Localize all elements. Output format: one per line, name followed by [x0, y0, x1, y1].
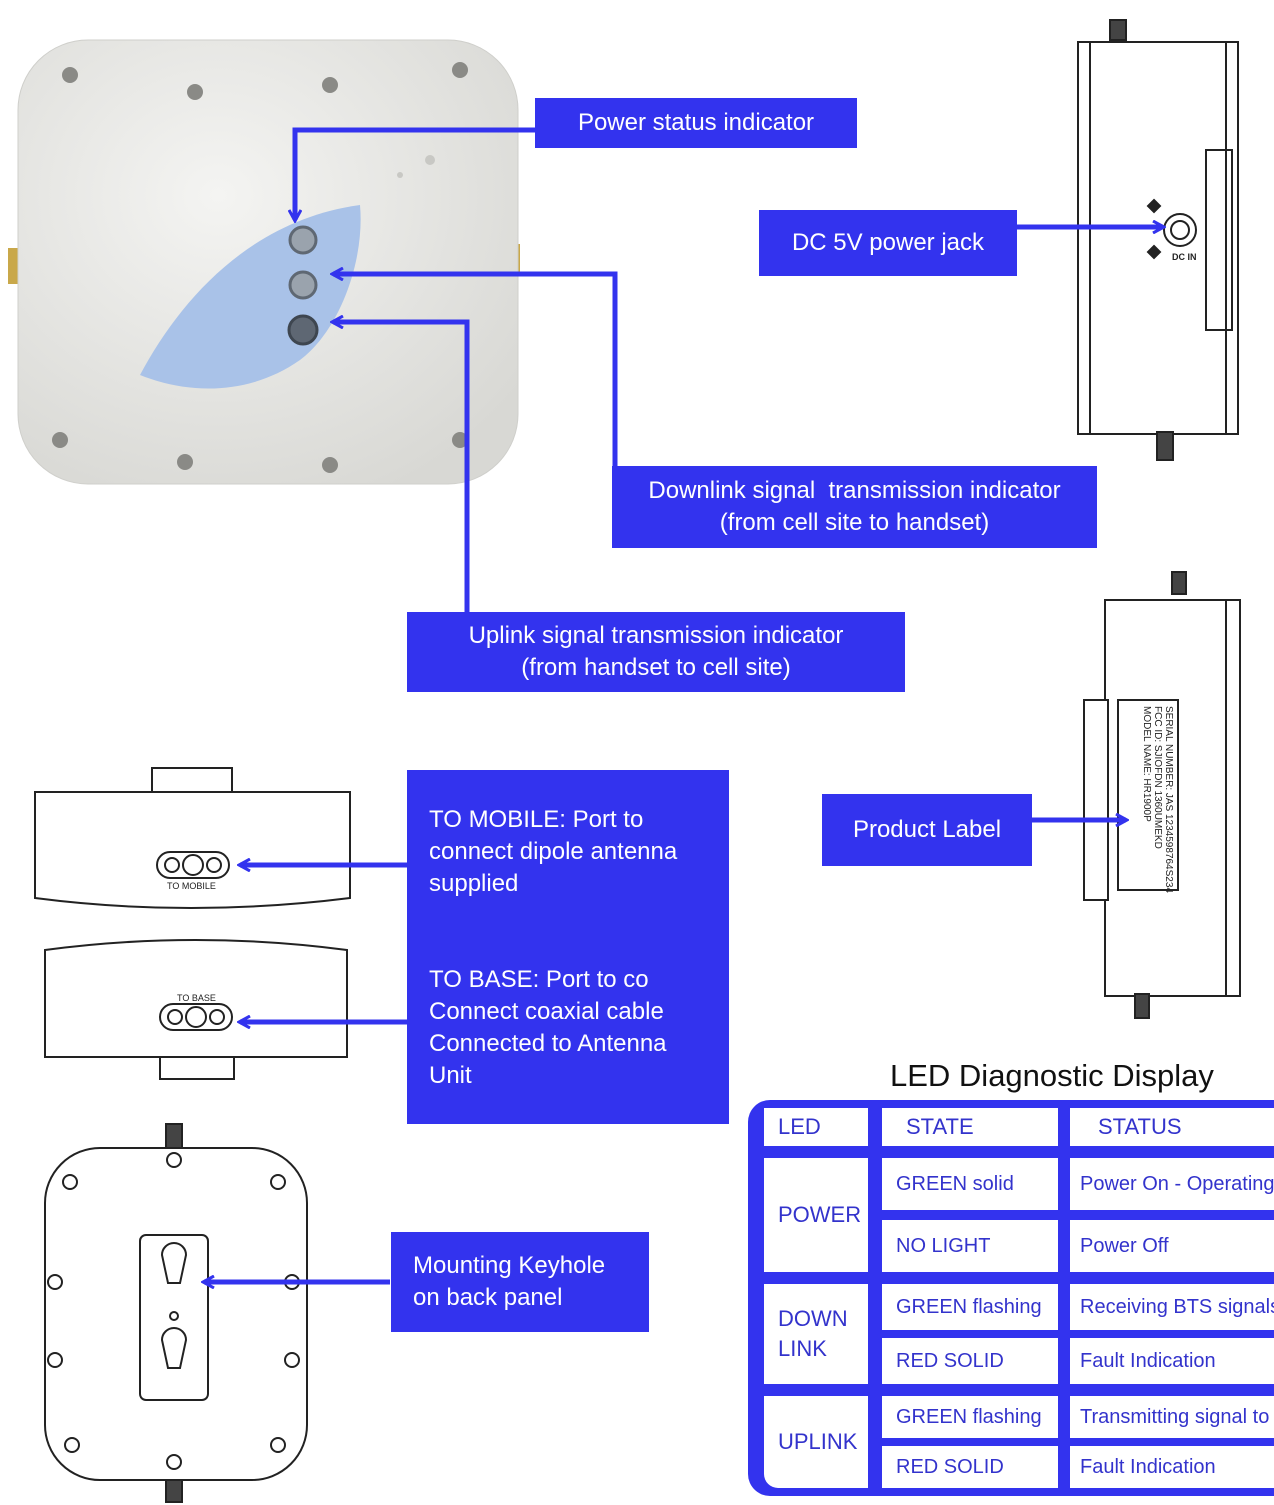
state-uplink-2: RED SOLID [882, 1446, 1058, 1488]
status-power-2: Power Off [1070, 1220, 1274, 1272]
led-power-name: POWER [778, 1202, 862, 1227]
callout-power-status: Power status indicator [535, 98, 857, 148]
arrow-downlink [333, 274, 618, 530]
callout-downlink-line2: (from cell site to handset) [719, 509, 990, 536]
to-base-end-view [44, 939, 348, 1080]
status-uplink-1: Transmitting signal to B [1070, 1396, 1274, 1438]
callout-ports-spacer [429, 900, 707, 964]
led-uplink: UPLINK [764, 1396, 868, 1488]
led-downlink: DOWN LINK [764, 1284, 868, 1384]
header-status: STATUS [1070, 1108, 1274, 1146]
callout-downlink-line1: Downlink signal transmission indicator [648, 477, 1061, 504]
callout-keyhole: Mounting Keyhole on back panel [391, 1232, 649, 1332]
repeater-side-dc-view [1077, 19, 1239, 461]
uplink-led [287, 314, 319, 346]
dc-in-label: DC IN [1172, 252, 1197, 262]
callout-to-mobile-line3: supplied [429, 870, 519, 897]
to-mobile-port-label: TO MOBILE [167, 881, 216, 891]
product-label-fcc: FCC ID: SJIOFDN 1360UMEKD [1152, 706, 1163, 849]
callout-keyhole-line1: Mounting Keyhole [413, 1252, 606, 1279]
to-base-port-label: TO BASE [177, 993, 216, 1003]
status-downlink-2: Fault Indication [1070, 1338, 1274, 1384]
callout-to-base-line4: Unit [429, 1062, 472, 1089]
callout-to-base-line3: Connected to Antenna [429, 1030, 667, 1057]
repeater-back-panel [44, 1123, 308, 1503]
led-diagnostic-table: LED STATE STATUS POWER GREEN solid Power… [748, 1100, 1274, 1498]
header-led: LED [764, 1108, 868, 1146]
state-power-1: GREEN solid [882, 1158, 1058, 1210]
status-power-1: Power On - Operating [1070, 1158, 1274, 1210]
repeater-front-photo [8, 39, 520, 485]
led-downlink-name-2: LINK [778, 1336, 827, 1361]
state-uplink-1: GREEN flashing [882, 1396, 1058, 1438]
status-uplink-2: Fault Indication [1070, 1446, 1274, 1488]
callout-power-status-text: Power status indicator [577, 109, 815, 136]
callout-downlink: Downlink signal transmission indicator (… [612, 466, 1097, 548]
callout-to-base-line1: TO BASE: Port to co [429, 966, 649, 993]
repeater-side-label-view [1083, 571, 1241, 1019]
callout-product-label: Product Label [822, 794, 1032, 866]
callout-uplink-line1: Uplink signal transmission indicator [468, 622, 844, 649]
power-led [288, 225, 318, 255]
callout-to-base-line2: Connect coaxial cable [429, 998, 664, 1025]
header-state: STATE [882, 1108, 1058, 1146]
state-power-2: NO LIGHT [882, 1220, 1058, 1272]
led-table-title: LED Diagnostic Display [890, 1058, 1214, 1093]
callout-arrows [204, 127, 1163, 1282]
callout-ports: TO MOBILE: Port to connect dipole antenn… [407, 770, 729, 1124]
product-label-text: SERIAL NUMBER: JAS 1234598764S234 FCC ID… [1141, 706, 1174, 893]
callout-to-mobile-line2: connect dipole antenna [429, 838, 678, 865]
product-label-model: MODEL NAME: HR1900P [1141, 706, 1152, 822]
led-downlink-name-1: DOWN [778, 1306, 848, 1331]
to-mobile-end-view [34, 767, 351, 909]
state-downlink-1: GREEN flashing [882, 1284, 1058, 1330]
downlink-led [288, 270, 318, 300]
callout-dc-jack: DC 5V power jack [759, 210, 1017, 276]
state-downlink-2: RED SOLID [882, 1338, 1058, 1384]
arrow-power-status [295, 127, 545, 220]
led-table-frame: LED STATE STATUS POWER GREEN solid Power… [748, 1100, 1274, 1496]
product-label-serial: SERIAL NUMBER: JAS 1234598764S234 [1163, 706, 1174, 893]
callout-to-mobile-line1: TO MOBILE: Port to [429, 806, 644, 833]
callout-keyhole-line2: on back panel [413, 1284, 563, 1311]
status-downlink-1: Receiving BTS signals [1070, 1284, 1274, 1330]
callout-dc-jack-text: DC 5V power jack [791, 229, 985, 256]
callout-uplink: Uplink signal transmission indicator (fr… [407, 612, 905, 692]
arrow-uplink [333, 322, 470, 612]
callout-uplink-line2: (from handset to cell site) [521, 654, 791, 681]
led-power: POWER [764, 1158, 868, 1272]
led-uplink-name: UPLINK [778, 1429, 858, 1454]
callout-product-label-text: Product Label [852, 816, 1002, 843]
